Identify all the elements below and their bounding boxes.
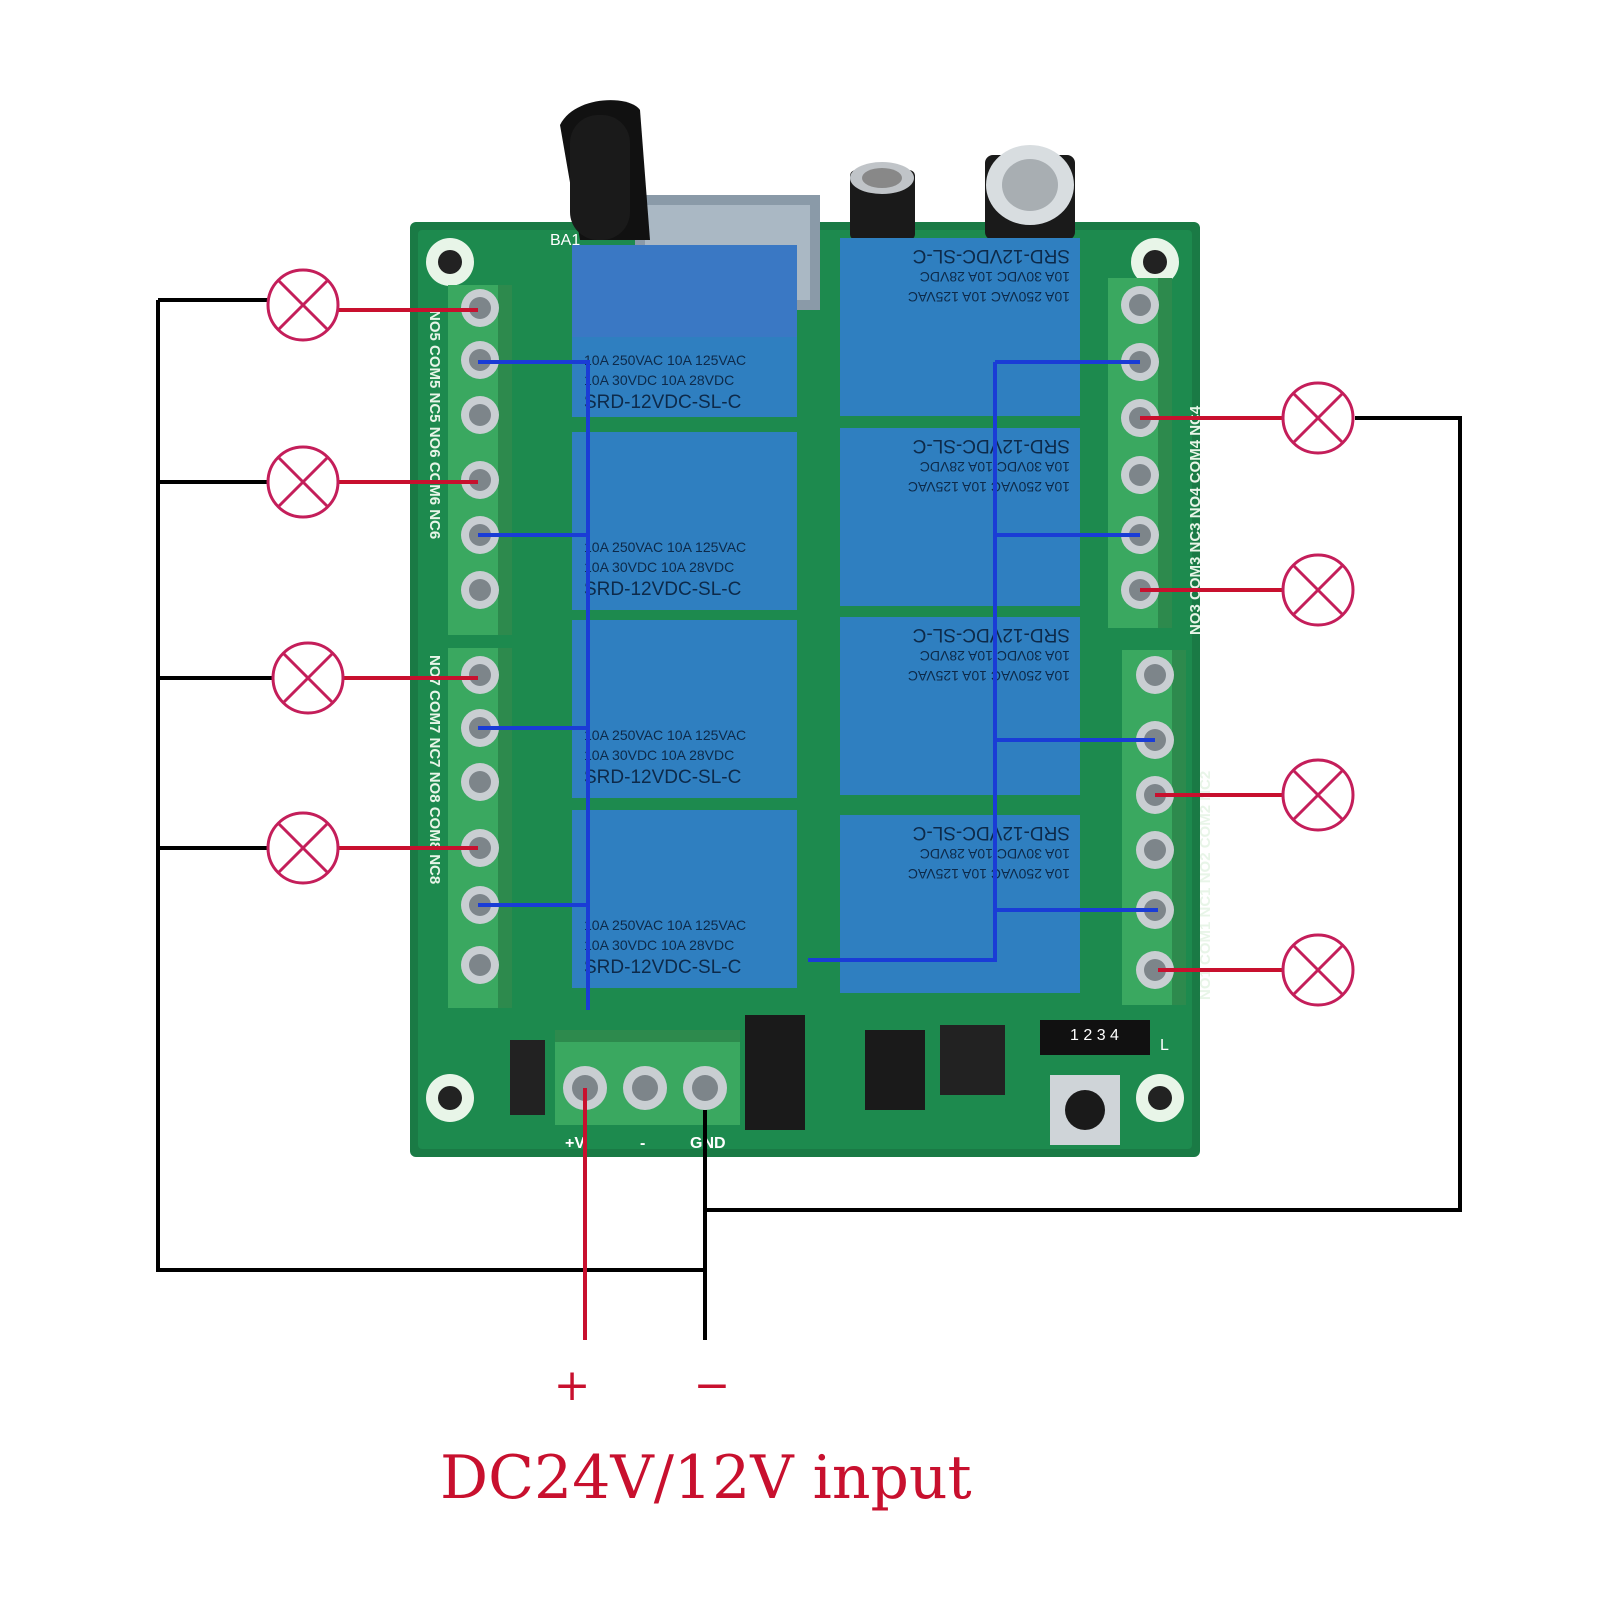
relay-rating-2: 10A 30VDC 10A 28VDC — [920, 269, 1070, 285]
power-screw-gnd — [683, 1066, 727, 1110]
red-no-wires — [338, 308, 1285, 1340]
relay-model: SRD-12VDC-SL-C — [913, 822, 1070, 843]
relay-rating-2: 10A 30VDC 10A 28VDC — [584, 559, 734, 575]
relay-rating-2: 10A 30VDC 10A 28VDC — [584, 372, 734, 388]
terminal-screw — [461, 571, 499, 609]
input-plus-sign: + — [554, 1360, 591, 1411]
terminal-block-left-bottom — [448, 648, 512, 1008]
mounting-hole — [426, 238, 474, 286]
relay-left-1: 10A 250VAC 10A 125VAC 10A 30VDC 10A 28VDC… — [572, 245, 797, 417]
relay-model: SRD-12VDC-SL-C — [584, 957, 741, 978]
terminal-screw — [461, 656, 499, 694]
board-silk-label: BA1 — [550, 232, 580, 249]
terminal-screw — [461, 829, 499, 867]
relay-rating-2: 10A 30VDC 10A 28VDC — [584, 747, 734, 763]
lamp-icon — [1281, 553, 1355, 627]
relay-model: SRD-12VDC-SL-C — [584, 579, 741, 600]
relay-left-3: 10A 250VAC 10A 125VAC 10A 30VDC 10A 28VDC… — [572, 620, 797, 798]
terminal-screw — [461, 396, 499, 434]
terminal-screw — [1136, 951, 1174, 989]
terminal-label-left-bottom: NO7 COM7 NC7 NO8 COM8 NC8 — [426, 655, 443, 884]
terminal-screw — [1136, 831, 1174, 869]
relay-model: SRD-12VDC-SL-C — [913, 245, 1070, 266]
terminal-screw — [1121, 286, 1159, 324]
relay-rating-1: 10A 250VAC 10A 125VAC — [908, 479, 1070, 495]
jumper-numbers: 1 2 3 4 — [1070, 1027, 1119, 1044]
power-label-minus: - — [640, 1135, 645, 1152]
terminal-label-right-top: NO3 COM3 NC3 NO4 COM4 NC4 — [1187, 405, 1204, 635]
blue-com-wires — [478, 360, 1158, 1010]
lamp-icon — [266, 811, 340, 885]
capacitor — [850, 162, 915, 240]
mounting-hole — [1131, 238, 1179, 286]
jumper-l-label: L — [1160, 1037, 1169, 1054]
lamp-icon — [1281, 758, 1355, 832]
terminal-screw — [461, 289, 499, 327]
lamp-icon — [1281, 933, 1355, 1007]
terminal-block-right-bottom — [1122, 650, 1186, 1005]
relay-right-1: SRD-12VDC-SL-C 10A 30VDC 10A 28VDC 10A 250… — [840, 238, 1080, 416]
relay-model: SRD-12VDC-SL-C — [584, 767, 741, 788]
relay-left-2: 10A 250VAC 10A 125VAC 10A 30VDC 10A 28VDC… — [572, 432, 797, 610]
relay-rating-2: 10A 30VDC 10A 28VDC — [584, 937, 734, 953]
relay-column-right: SRD-12VDC-SL-C 10A 30VDC 10A 28VDC 10A 250… — [840, 238, 1080, 993]
terminal-label-right-bottom: NO1 COM1 NC1 NO2 COM2 NC2 — [1197, 771, 1214, 1000]
lamp-icon — [266, 445, 340, 519]
lamp-icon — [271, 641, 345, 715]
terminal-screw — [461, 946, 499, 984]
power-screw-minus — [623, 1066, 667, 1110]
terminal-block-left-top — [448, 285, 512, 635]
terminal-screw — [1121, 456, 1159, 494]
relay-rating-1: 10A 250VAC 10A 125VAC — [908, 289, 1070, 305]
power-label-plus: +V — [565, 1135, 585, 1152]
mounting-hole — [426, 1074, 474, 1122]
relay-model: SRD-12VDC-SL-C — [913, 435, 1070, 456]
lamp-icon — [1281, 381, 1355, 455]
lamps — [266, 268, 1355, 1007]
power-label-gnd: GND — [690, 1135, 726, 1152]
relay-model: SRD-12VDC-SL-C — [913, 624, 1070, 645]
input-caption: DC24V/12V input — [440, 1443, 972, 1513]
relay-rating-1: 10A 250VAC 10A 125VAC — [584, 352, 746, 368]
terminal-screw — [461, 461, 499, 499]
relay-rating-1: 10A 250VAC 10A 125VAC — [584, 539, 746, 555]
mounting-hole — [1136, 1074, 1184, 1122]
lower-electronics: 1 2 3 4 L — [510, 1015, 1169, 1145]
relay-column-left: 10A 250VAC 10A 125VAC 10A 30VDC 10A 28VDC… — [572, 245, 797, 988]
relay-rating-1: 10A 250VAC 10A 125VAC — [908, 866, 1070, 882]
terminal-screw — [1136, 656, 1174, 694]
relay-rating-1: 10A 250VAC 10A 125VAC — [584, 727, 746, 743]
power-terminal-block: +V - GND — [555, 1030, 740, 1152]
input-minus-sign: − — [694, 1360, 731, 1411]
relay-rating-1: 10A 250VAC 10A 125VAC — [908, 668, 1070, 684]
capacitor — [985, 145, 1075, 240]
lamp-icon — [266, 268, 340, 342]
terminal-label-left-top: NO5 COM5 NC5 NO6 COM6 NC6 — [426, 310, 443, 539]
black-common-wires — [156, 298, 1462, 1340]
relay-left-4: 10A 250VAC 10A 125VAC 10A 30VDC 10A 28VDC… — [572, 810, 797, 988]
relay-rating-1: 10A 250VAC 10A 125VAC — [584, 917, 746, 933]
terminal-block-right-top — [1108, 278, 1172, 628]
relay-model: SRD-12VDC-SL-C — [584, 392, 741, 413]
terminal-screw — [461, 763, 499, 801]
